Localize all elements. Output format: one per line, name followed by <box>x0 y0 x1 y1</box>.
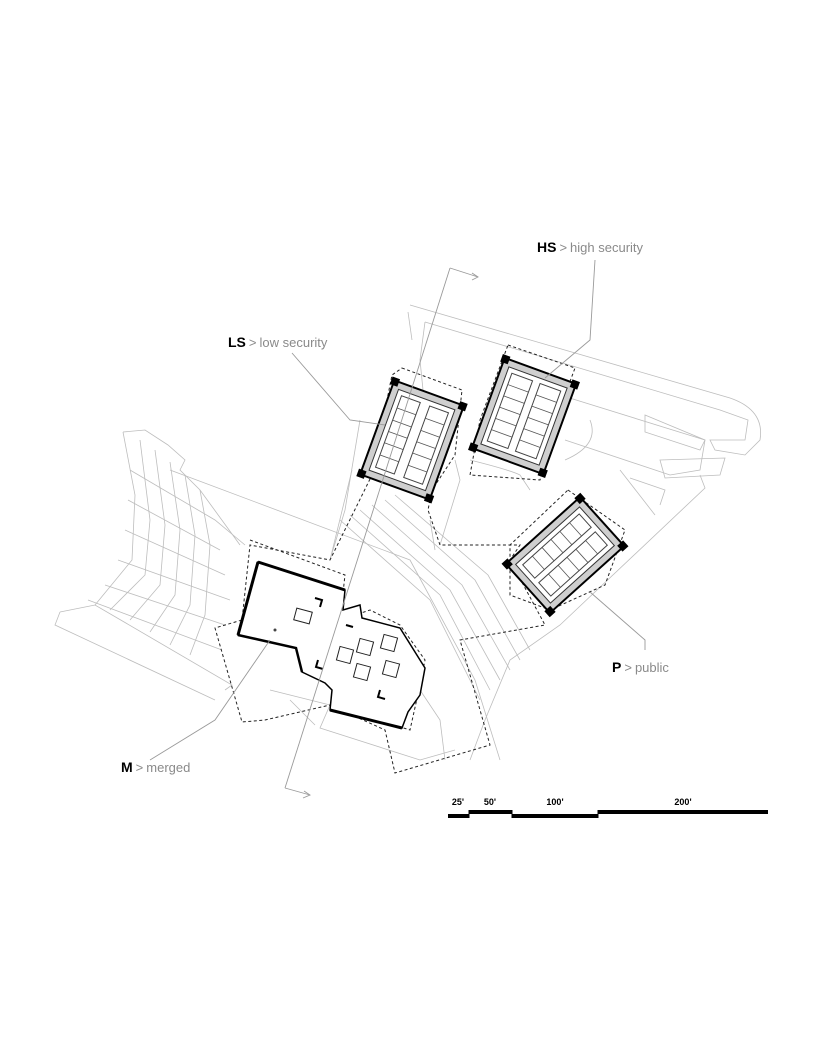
label-p-code: P <box>612 659 622 675</box>
label-m-separator: > <box>135 760 144 775</box>
label-high-security: HS>high security <box>537 240 643 254</box>
scale-label-50: 50' <box>483 797 497 807</box>
site-linework <box>54 304 762 761</box>
scale-label-100: 100' <box>546 797 564 807</box>
label-merged: M>merged <box>121 760 190 774</box>
label-m-code: M <box>121 759 133 775</box>
hs-building <box>468 354 580 478</box>
leader-lines <box>149 259 646 761</box>
label-p-text: public <box>634 660 669 675</box>
label-ls-text: low security <box>259 335 328 350</box>
scale-bar-graphic <box>448 810 768 818</box>
p-building <box>501 492 629 618</box>
label-ls-separator: > <box>248 335 257 350</box>
label-public: P>public <box>612 660 669 674</box>
label-p-separator: > <box>624 660 632 675</box>
label-low-security: LS>low security <box>228 335 327 349</box>
label-hs-text: high security <box>570 240 644 255</box>
ls-building <box>356 376 468 504</box>
section-cut-line <box>284 267 479 799</box>
scale-label-200: 200' <box>674 797 692 807</box>
scale-label-25: 25' <box>451 797 465 807</box>
label-m-text: merged <box>146 760 191 775</box>
label-hs-code: HS <box>537 239 557 255</box>
m-building <box>236 560 426 730</box>
label-ls-code: LS <box>228 334 246 350</box>
label-hs-separator: > <box>559 240 568 255</box>
